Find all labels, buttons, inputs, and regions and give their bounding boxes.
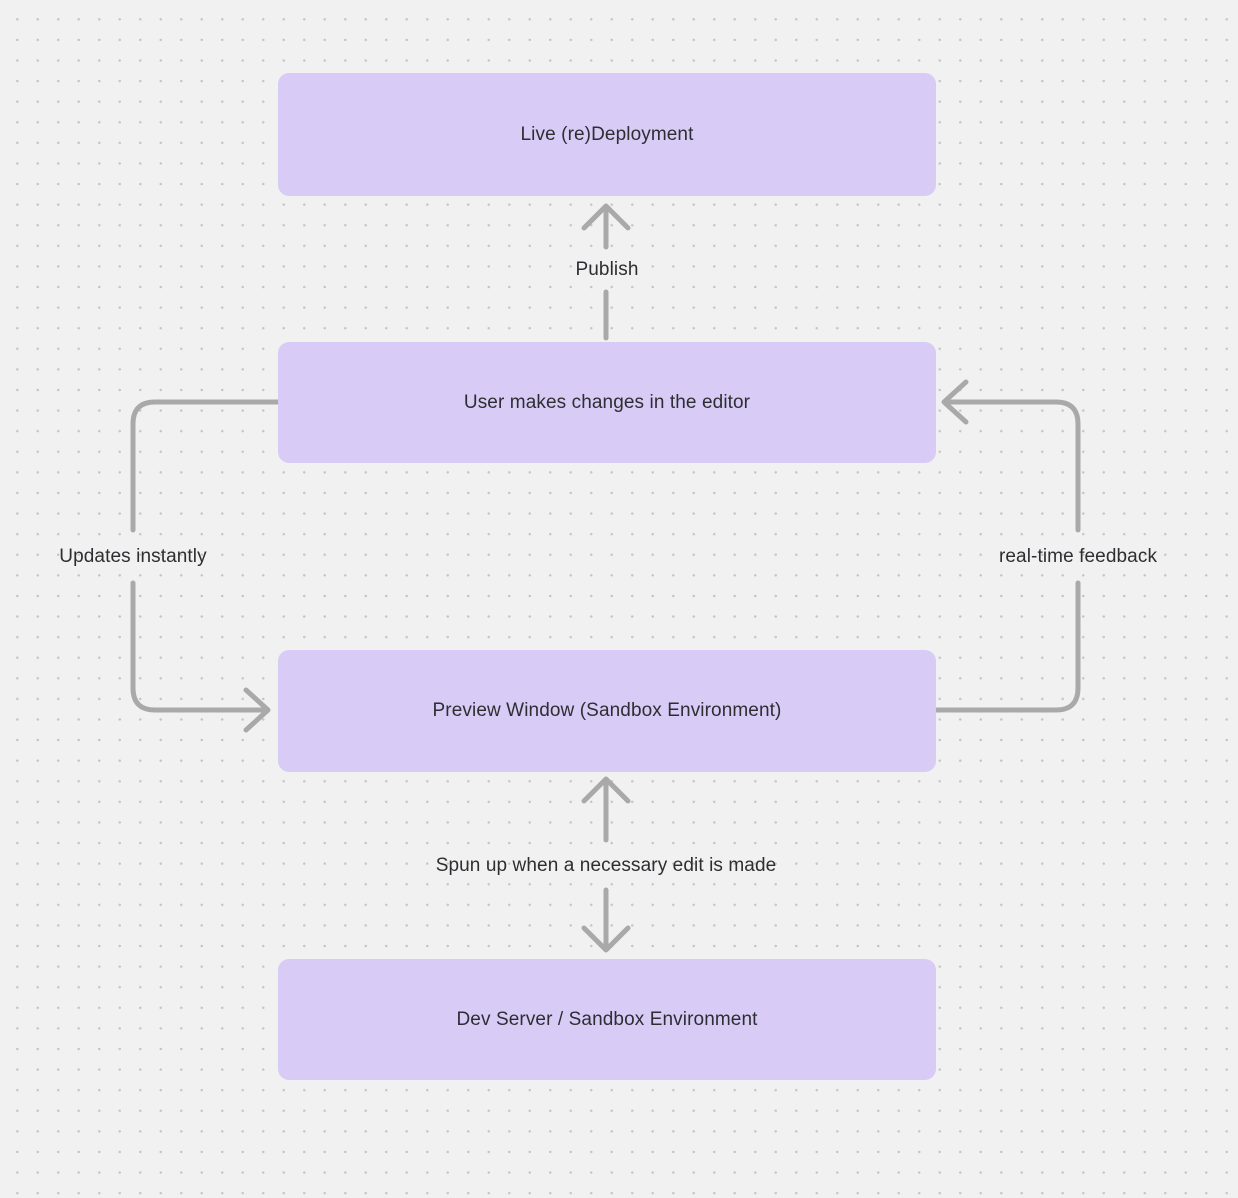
edge-label-spun-up: Spun up when a necessary edit is made [435,855,777,876]
node-preview-window: Preview Window (Sandbox Environment) [278,650,936,772]
edge-label-publish: Publish [575,259,639,280]
edge-label-updates-instantly: Updates instantly [59,546,207,567]
node-live-redeployment: Live (re)Deployment [278,73,936,196]
node-dev-server: Dev Server / Sandbox Environment [278,959,936,1080]
node-label: Live (re)Deployment [520,123,694,145]
node-label: Preview Window (Sandbox Environment) [432,700,782,721]
edge-label-realtime-feedback: real-time feedback [998,546,1158,567]
node-label: User makes changes in the editor [463,391,751,413]
node-editor-changes: User makes changes in the editor [278,342,936,463]
node-label: Dev Server / Sandbox Environment [456,1008,758,1030]
